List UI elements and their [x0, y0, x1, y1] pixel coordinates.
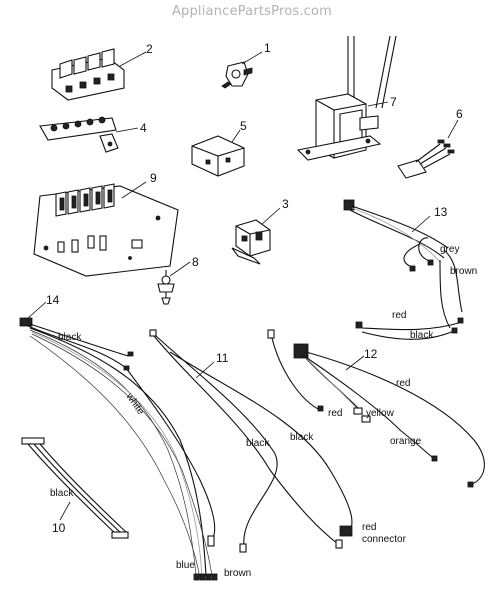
- wire-label-red-12b: red: [328, 408, 342, 419]
- callout-13: 13: [434, 205, 448, 219]
- wire-label-white: white: [123, 391, 146, 418]
- callout-14: 14: [46, 293, 60, 307]
- leader-2: [119, 51, 147, 67]
- wire-label-red-13: red: [392, 310, 406, 321]
- wire-label-black-13: black: [410, 330, 434, 341]
- callout-4: 4: [140, 121, 147, 135]
- wire-label-brown: brown: [450, 266, 477, 277]
- wire-label-black-10: black: [50, 488, 74, 499]
- leader-4: [115, 127, 139, 133]
- leader-1: [241, 51, 263, 65]
- part-10-ribbon-cable[interactable]: [21, 437, 129, 539]
- part-6-wire-plug[interactable]: [397, 139, 455, 179]
- wire-label-blue: blue: [176, 560, 195, 571]
- part-4-terminal-strip[interactable]: [39, 116, 119, 153]
- callout-5: 5: [240, 119, 247, 133]
- wire-label-black-11a: black: [246, 438, 270, 449]
- part-11-wire-harness[interactable]: [149, 329, 353, 553]
- callout-11: 11: [216, 351, 229, 365]
- wire-label-red-connector-line-2: connector: [362, 534, 407, 545]
- part-2-terminal-block[interactable]: [51, 48, 125, 101]
- callout-3: 3: [282, 197, 289, 211]
- part-7-transformer[interactable]: [296, 35, 397, 161]
- part-14-wire-harness[interactable]: [19, 317, 218, 581]
- callout-12: 12: [364, 347, 378, 361]
- leader-9: [121, 181, 147, 199]
- callout-6: 6: [456, 107, 463, 121]
- leader-3: [261, 207, 281, 225]
- wire-label-brown-14: brown: [224, 568, 251, 579]
- callout-8: 8: [192, 255, 199, 269]
- wire-label-black-11b: black: [290, 432, 314, 443]
- part-12-wire-harness[interactable]: [267, 329, 485, 488]
- callout-9: 9: [150, 171, 157, 185]
- site-watermark: AppliancePartsPros.com: [171, 4, 333, 19]
- leader-8: [169, 261, 191, 277]
- callout-2: 2: [146, 42, 153, 56]
- leader-13: [411, 215, 431, 233]
- leader-12: [345, 355, 365, 371]
- leader-14: [27, 301, 47, 319]
- part-9-control-board[interactable]: [33, 183, 179, 277]
- wire-label-grey: grey: [440, 244, 459, 255]
- part-3-relay[interactable]: [231, 219, 271, 265]
- wire-label-red-12a: red: [396, 378, 410, 389]
- leader-11: [195, 361, 215, 379]
- wire-label-red-connector-line: red: [362, 522, 376, 533]
- callout-7: 7: [390, 95, 397, 109]
- part-8-sensor[interactable]: [157, 270, 175, 305]
- leader-10: [59, 501, 71, 521]
- part-5-relay[interactable]: [191, 135, 245, 177]
- wire-label-red-connector: red connector: [362, 522, 407, 545]
- wire-label-orange: orange: [390, 436, 422, 447]
- leader-7: [367, 101, 389, 107]
- callout-1: 1: [264, 41, 271, 55]
- callout-10: 10: [52, 521, 66, 535]
- wire-label-yellow: yellow: [366, 408, 395, 419]
- part-1-switch[interactable]: [221, 61, 253, 89]
- part-13-wire-harness[interactable]: [343, 199, 464, 340]
- leader-5: [231, 129, 241, 143]
- wire-label-black-14: black: [58, 332, 82, 343]
- leader-6: [447, 119, 459, 139]
